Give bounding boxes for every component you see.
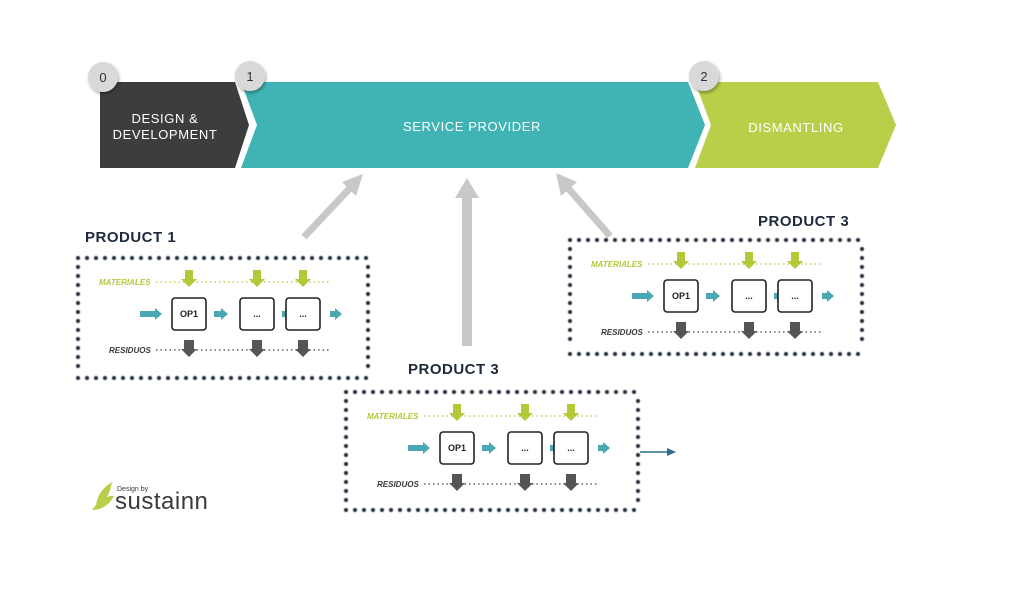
product-right-waste-arrow-1	[741, 322, 757, 339]
stage-design-label-1: DESIGN &	[132, 111, 199, 126]
product-1-op-label-1: ...	[253, 309, 261, 319]
product-center-output-arrow	[598, 442, 610, 454]
stage-dismantling-chevron	[695, 82, 896, 168]
product-center-dotted-frame	[344, 390, 640, 512]
product-right-op-box-2	[777, 279, 813, 313]
product-center-flow-arrow-0	[482, 442, 496, 454]
product-center-op-label-0: OP1	[448, 443, 466, 453]
product-right-materials-label: MATERIALES	[591, 260, 643, 269]
product-center-materials-arrow-2	[563, 404, 579, 421]
product-1-title: PRODUCT 1	[85, 229, 176, 246]
product-center-waste-arrow-2	[563, 474, 579, 491]
product-center-panel: MATERIALES RESIDUOS OP1......	[344, 390, 640, 512]
product-1-op-box-0	[171, 297, 207, 331]
product-1-op-label-0: OP1	[180, 309, 198, 319]
product-panels: MATERIALES RESIDUOS OP1...... MATERIALES RES…	[76, 238, 864, 512]
product-center-input-arrow	[408, 442, 430, 454]
logo-big-text: sustainn	[115, 488, 208, 515]
product-1-op-box-2	[285, 297, 321, 331]
connector-arrow-product-1	[301, 174, 363, 240]
connector-arrows	[301, 173, 613, 346]
product-1-op-box-1	[239, 297, 275, 331]
product-center-op-box-1	[507, 431, 543, 465]
stage-badge-1-text: 1	[246, 69, 253, 84]
product-1-materials-arrow-1	[249, 270, 265, 287]
stage-badge-0-text: 0	[99, 70, 106, 85]
product-right-op-box-0	[663, 279, 699, 313]
product-1-output-arrow	[330, 308, 342, 320]
stage-badge-2-text: 2	[700, 69, 707, 84]
product-right-op-label-1: ...	[745, 291, 753, 301]
product-right-materials-arrow-1	[741, 252, 757, 269]
product-center-materials-arrow-0	[449, 404, 465, 421]
product-1-input-arrow	[140, 308, 162, 320]
connector-arrow-product-center	[455, 178, 479, 346]
product-right-op-label-0: OP1	[672, 291, 690, 301]
product-center-op-box-2	[553, 431, 589, 465]
leaf-icon	[92, 482, 114, 510]
output-arrow	[640, 448, 676, 456]
product-center-waste-arrow-0	[449, 474, 465, 491]
product-center-title: PRODUCT 3	[408, 361, 499, 378]
product-right-op-box-1	[731, 279, 767, 313]
product-right-waste-label: RESIDUOS	[601, 328, 643, 337]
product-right-input-arrow	[632, 290, 654, 302]
stage-badge-0: 0	[88, 62, 118, 92]
product-center-waste-label: RESIDUOS	[377, 480, 419, 489]
product-1-waste-arrow-1	[249, 340, 265, 357]
stage-design-label-2: DEVELOPMENT	[113, 127, 218, 142]
product-center-waste-arrow-1	[517, 474, 533, 491]
stage-dismantling-label: DISMANTLING	[748, 120, 843, 135]
stage-design-chevron	[100, 82, 249, 168]
product-1-waste-arrow-2	[295, 340, 311, 357]
product-1-flow-arrow-0	[214, 308, 228, 320]
product-right-output-arrow	[822, 290, 834, 302]
product-1-panel: MATERIALES RESIDUOS OP1......	[76, 256, 370, 380]
brand-logo: Design by sustainn	[92, 482, 208, 515]
logo-small-text: Design by	[117, 486, 149, 493]
product-center-op-label-2: ...	[567, 443, 575, 453]
product-center-op-label-1: ...	[521, 443, 529, 453]
stage-badge-1: 1	[235, 61, 265, 91]
product-1-waste-label: RESIDUOS	[109, 346, 151, 355]
product-1-op-label-2: ...	[299, 309, 307, 319]
product-1-materials-label: MATERIALES	[99, 278, 151, 287]
product-right-dotted-frame	[568, 238, 864, 356]
product-right-title: PRODUCT 3	[758, 213, 849, 230]
product-center-op-box-0	[439, 431, 475, 465]
stage-service-chevron	[241, 82, 705, 168]
product-right-panel: MATERIALES RESIDUOS OP1......	[568, 238, 864, 356]
product-right-waste-arrow-2	[787, 322, 803, 339]
product-center-materials-label: MATERIALES	[367, 412, 419, 421]
product-1-materials-arrow-0	[181, 270, 197, 287]
stage-bar: DESIGN & DEVELOPMENT SERVICE PROVIDER DI…	[88, 61, 896, 168]
product-center-materials-arrow-1	[517, 404, 533, 421]
product-right-op-label-2: ...	[791, 291, 799, 301]
product-right-materials-arrow-0	[673, 252, 689, 269]
product-1-dotted-frame	[76, 256, 370, 380]
connector-arrow-product-right	[556, 173, 613, 239]
stage-service-label: SERVICE PROVIDER	[403, 119, 541, 134]
product-right-materials-arrow-2	[787, 252, 803, 269]
stage-badge-2: 2	[689, 61, 719, 91]
product-right-flow-arrow-0	[706, 290, 720, 302]
product-1-waste-arrow-0	[181, 340, 197, 357]
product-1-materials-arrow-2	[295, 270, 311, 287]
product-right-waste-arrow-0	[673, 322, 689, 339]
